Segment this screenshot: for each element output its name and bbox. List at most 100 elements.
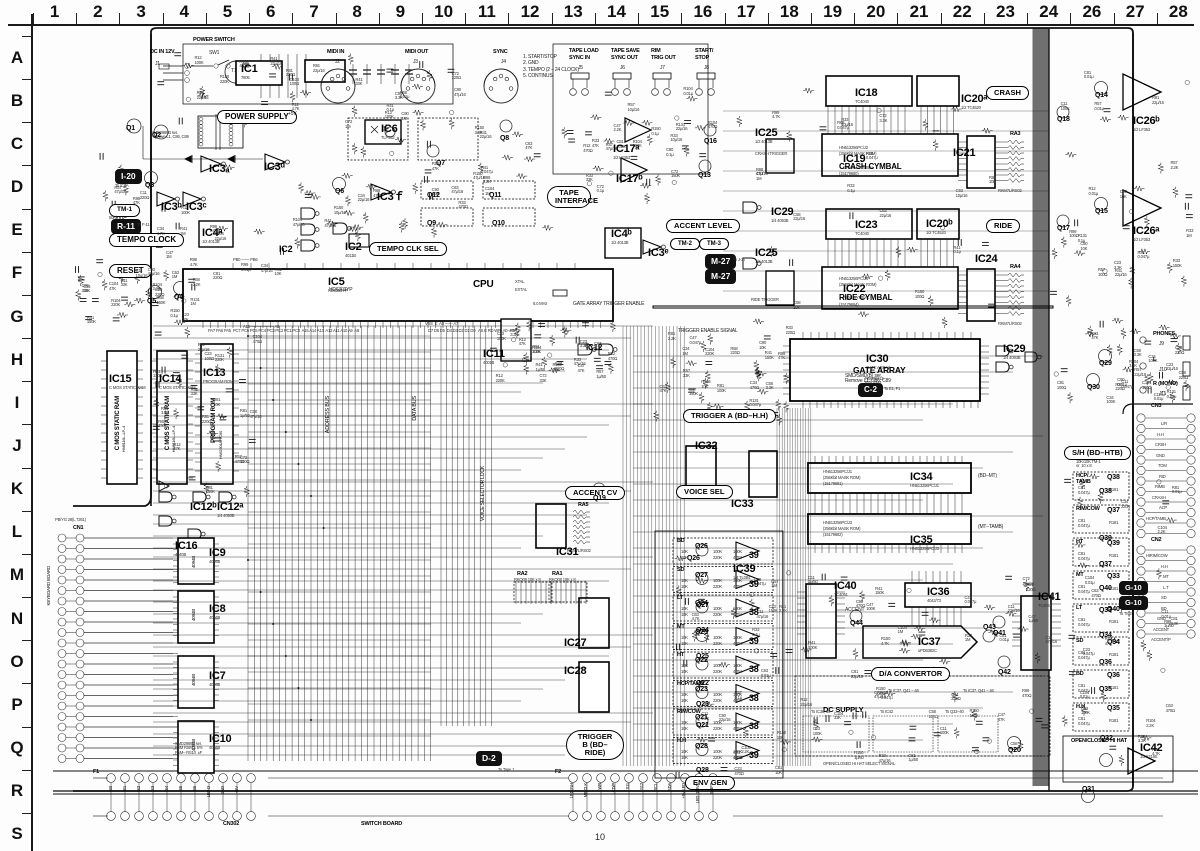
- ref-d2-tag: D-2: [476, 751, 502, 766]
- row-tick: [22, 467, 32, 469]
- ic-label-ic2: IC2: [345, 241, 362, 253]
- ic19-part2: (256Kbit MASK ROM): [839, 151, 877, 156]
- component-value: 1M: [345, 123, 351, 129]
- component-value: 0.047μ: [865, 155, 878, 161]
- f1-label: F1: [93, 769, 100, 775]
- column-label-21: 21: [909, 2, 929, 21]
- transistor-q21: Q21: [696, 722, 709, 729]
- row-tick: [22, 165, 32, 167]
- sh-label: S/H (BD–HTB): [1064, 446, 1131, 461]
- column-label-18: 18: [779, 2, 799, 21]
- ic-label-ic13: IC13: [203, 367, 226, 379]
- sw2-sig-0: LED INH: [569, 783, 574, 799]
- component-value: 150K: [86, 319, 96, 325]
- component-ref: C104: [705, 346, 715, 352]
- component-ref: C90: [1119, 188, 1127, 194]
- env-r3-bd: 100K: [713, 549, 722, 554]
- component-value: 220Ω: [951, 696, 961, 702]
- component-value: 33K: [81, 288, 89, 294]
- env-r1-ht: 10K: [681, 663, 688, 668]
- component-ref: R12: [181, 205, 189, 211]
- bd-mt-signal: (BD–MT): [978, 473, 997, 479]
- ic-label-ic3a: IC3ₐ: [209, 163, 230, 175]
- ic22-desc: RIDE CYMBAL: [839, 293, 893, 302]
- sh-cv-sh-rim-cow: 0.047μ: [1078, 523, 1090, 528]
- component-ref: R104: [532, 344, 542, 350]
- env-r6-mt: 4.7M: [733, 640, 742, 646]
- ic-sub-ic25: 1/2 4013B: [755, 139, 773, 144]
- component-value: 3.3K: [1137, 738, 1146, 744]
- component-ref: R150: [219, 74, 230, 80]
- row-label-S: S: [11, 824, 23, 844]
- env-r2-mt: 10K: [681, 640, 688, 646]
- sw2-sig-2: WR: [597, 783, 602, 790]
- cn3-sig-4: TOM: [1158, 463, 1167, 468]
- component-ref: C81: [1056, 380, 1064, 386]
- component-ref: C72: [345, 119, 353, 125]
- sw2-sig-9: LED DRIVE: [695, 783, 700, 804]
- cpu-vss: VSS E A0 —— A7: [425, 321, 459, 326]
- component-value: 1M: [897, 629, 904, 635]
- accent-level-label: ACCENT LEVEL: [666, 219, 741, 234]
- ic-label-ic6: IC6: [381, 123, 398, 135]
- component-ref: R33: [878, 753, 886, 759]
- component-value: 150K: [764, 354, 774, 360]
- column-label-3: 3: [136, 2, 146, 21]
- ic-sub-ic13: PROGRAM ROM: [203, 379, 234, 384]
- ra2-spec: RKQ08 10K x 8: [514, 577, 541, 582]
- ic35-part3: (15179682): [823, 532, 843, 537]
- component-ref: R57: [1134, 366, 1142, 372]
- component-value: 10μ/16: [627, 106, 640, 112]
- transistor-q29: Q29: [1099, 360, 1112, 367]
- ra3-label: RA3: [1010, 131, 1021, 137]
- component-ref: R131: [214, 352, 225, 358]
- column-tick: [1113, 13, 1115, 26]
- env-ch-label-rim-cow: RIM/COW: [677, 709, 701, 715]
- transistor-q39: Q39: [1099, 535, 1112, 542]
- sh-cv-sh-ht: 0.047μ: [1078, 556, 1090, 561]
- env-gen-label: ENV GEN: [685, 776, 736, 791]
- accent-cv-label: ACCENT CV: [565, 486, 626, 501]
- component-ref: C90: [855, 598, 863, 604]
- component-value: 100Ω: [914, 293, 925, 299]
- column-label-27: 27: [1125, 2, 1145, 21]
- ref-d2-note: To Tape 1: [498, 767, 515, 772]
- env-r1-lt: 10K: [681, 606, 688, 611]
- cpu-extal: EXTAL: [515, 287, 527, 292]
- row-tick: [22, 769, 32, 771]
- component-ref: C90: [1117, 377, 1125, 383]
- component-value: 22μ/16: [357, 197, 370, 203]
- ic-sub-ic34: HN613256PC/J1: [910, 483, 939, 488]
- component-ref: R41: [764, 350, 772, 355]
- column-label-16: 16: [693, 2, 713, 21]
- column-label-15: 15: [650, 2, 670, 21]
- cn1-board-label: KEYBOARD BOARD: [46, 566, 51, 606]
- component-ref: R12: [495, 372, 503, 378]
- component-value: 0.01μ: [1171, 489, 1182, 495]
- ic-label-ic32: IC32: [695, 440, 718, 452]
- component-value: 22μ/16: [1166, 366, 1178, 372]
- component-value: 0.01μ: [683, 90, 693, 96]
- transistor-q26: Q26: [687, 555, 700, 562]
- component-value: 150K: [671, 173, 680, 179]
- component-value: 4.7K: [156, 230, 165, 236]
- component-value: 100Ω: [1056, 385, 1067, 391]
- mt-tamb-signal: (MT–TAMB): [978, 524, 1004, 530]
- env-r6-sd: 4.7M: [733, 583, 742, 589]
- cn2-sig-6: GND: [1157, 616, 1166, 621]
- jack-ref-2: J7: [660, 65, 665, 71]
- component-ref: R33: [1152, 746, 1160, 752]
- sw-sig-7: LED D: [206, 786, 211, 798]
- component-value: 470Ω: [607, 355, 618, 361]
- component-ref: C58: [928, 709, 936, 715]
- component-value: 47K: [173, 446, 181, 452]
- ic-label-ic10: IC10: [209, 733, 232, 745]
- out-jack-1: L: [1153, 357, 1157, 363]
- component-ref: R41: [479, 129, 487, 135]
- component-ref: R81: [1026, 582, 1034, 588]
- sw2-sig-10: SHIFT: [709, 783, 714, 795]
- component-ref: C81: [205, 484, 213, 490]
- sh-c-sh-bd: C81: [1078, 683, 1086, 688]
- transistor-q33: Q33: [1099, 607, 1112, 614]
- jack-ref-0: J5: [578, 65, 583, 71]
